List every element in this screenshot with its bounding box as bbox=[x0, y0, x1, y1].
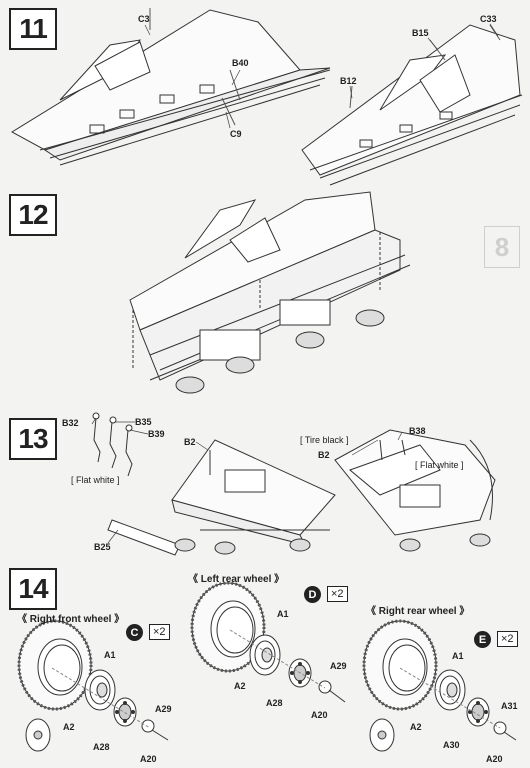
step13-left-assembly bbox=[171, 439, 336, 555]
part-label: A1 bbox=[104, 650, 116, 660]
part-label: A20 bbox=[486, 754, 503, 764]
part-label: A20 bbox=[140, 754, 157, 764]
wheel-title-right-rear: 《 Right rear wheel 》 bbox=[366, 606, 470, 617]
part-label: A1 bbox=[277, 609, 289, 619]
part-label: B2 bbox=[318, 450, 330, 460]
part-label: B38 bbox=[409, 426, 426, 436]
step13-small-parts bbox=[92, 412, 181, 556]
wheel-title-left-rear: 《 Left rear wheel 》 bbox=[188, 574, 285, 585]
step-number-12: 12 bbox=[9, 194, 57, 236]
step11-left-hull bbox=[11, 8, 331, 166]
part-label: A2 bbox=[63, 722, 75, 732]
wheel-left-rear-drawing bbox=[190, 581, 346, 703]
part-label: C3 bbox=[138, 14, 150, 24]
step-number-11: 11 bbox=[9, 8, 57, 50]
part-label: B25 bbox=[94, 542, 111, 552]
ghost-page-number: 8 bbox=[484, 226, 520, 268]
part-label: B2 bbox=[184, 437, 196, 447]
part-label: A2 bbox=[234, 681, 246, 691]
part-label: C33 bbox=[480, 14, 497, 24]
quantity-box: ×2 bbox=[497, 631, 518, 647]
quantity-box: ×2 bbox=[327, 586, 348, 602]
step12-chassis bbox=[129, 191, 411, 394]
part-label: A31 bbox=[501, 701, 518, 711]
paint-note-flat-white: [ Flat white ] bbox=[71, 475, 120, 485]
part-label: A30 bbox=[443, 740, 460, 750]
wheel-right-rear-drawing bbox=[362, 619, 517, 752]
part-label: A29 bbox=[155, 704, 172, 714]
leader-lines bbox=[91, 23, 499, 544]
part-label: B35 bbox=[135, 417, 152, 427]
part-label: C9 bbox=[230, 129, 242, 139]
step-number-14: 14 bbox=[9, 568, 57, 610]
step13-right-assembly bbox=[334, 429, 496, 552]
paint-note-tire-black: [ Tire black ] bbox=[300, 435, 349, 445]
part-label: B39 bbox=[148, 429, 165, 439]
quantity-box: ×2 bbox=[149, 624, 170, 640]
part-label: A28 bbox=[93, 742, 110, 752]
assembly-badge: E bbox=[474, 631, 491, 648]
wheel-title-right-front: 《 Right front wheel 》 bbox=[17, 614, 125, 625]
part-label: B40 bbox=[232, 58, 249, 68]
step-number-13: 13 bbox=[9, 418, 57, 460]
part-label: B32 bbox=[62, 418, 79, 428]
assembly-badge: C bbox=[126, 624, 143, 641]
part-label: A2 bbox=[410, 722, 422, 732]
paint-note-flat-white: [ Flat white ] bbox=[415, 460, 464, 470]
part-label: A28 bbox=[266, 698, 283, 708]
part-label: B12 bbox=[340, 76, 357, 86]
part-label: A1 bbox=[452, 651, 464, 661]
part-label: B15 bbox=[412, 28, 429, 38]
step11-right-hull bbox=[301, 24, 523, 186]
assembly-badge: D bbox=[304, 586, 321, 603]
part-label: A29 bbox=[330, 661, 347, 671]
wheel-right-front-drawing bbox=[17, 619, 169, 752]
part-label: A20 bbox=[311, 710, 328, 720]
